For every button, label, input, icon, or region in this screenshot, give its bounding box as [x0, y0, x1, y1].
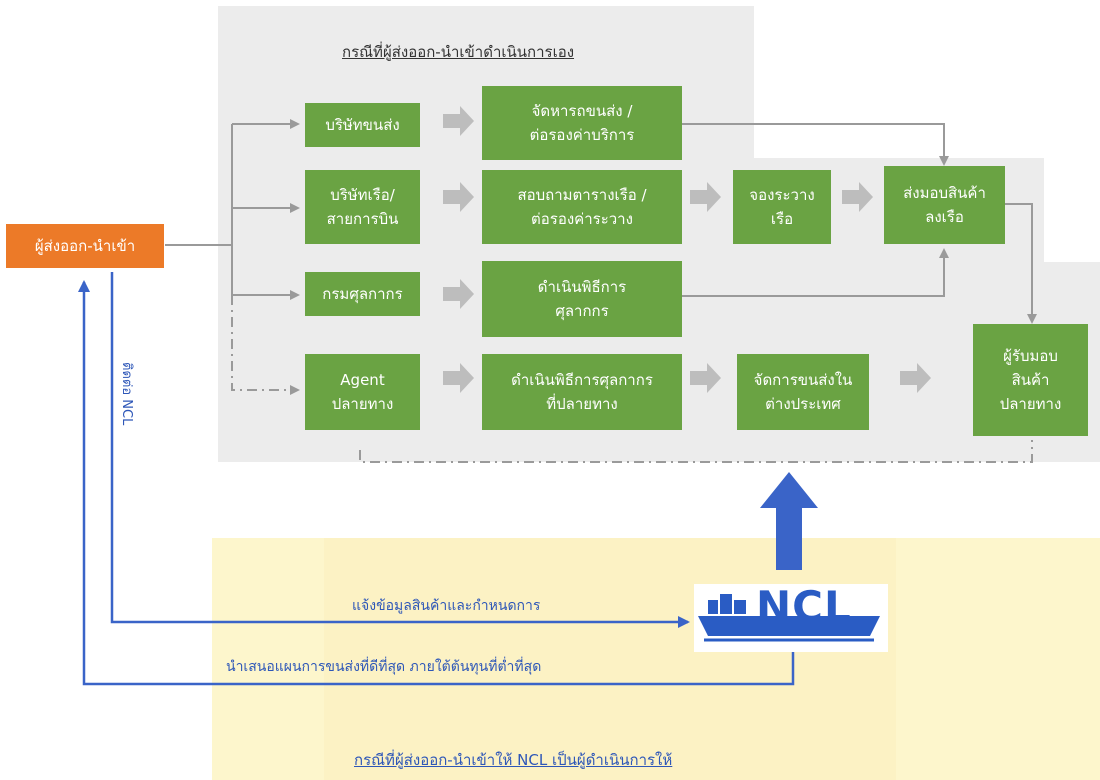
connector-to-agent	[231, 295, 300, 395]
transport-company-label: บริษัทขนส่ง	[325, 116, 400, 134]
customs-process-box: ดำเนินพิธีการ ศุลากกร	[482, 261, 682, 337]
block-arrow-1	[443, 106, 474, 136]
shipping-company-box: บริษัทเรือ/ สายการบิน	[305, 170, 420, 244]
deliver-goods-line-2: ลงเรือ	[925, 208, 964, 226]
book-space-box: จองระวาง เรือ	[733, 170, 831, 244]
line-propose-plan	[78, 280, 795, 686]
agent-box: Agent ปลายทาง	[305, 354, 420, 430]
overseas-transport-box: จัดการขนส่งใน ต่างประเทศ	[737, 354, 869, 430]
check-schedule-box: สอบถามตารางเรือ / ต่อรองค่าระวาง	[482, 170, 682, 244]
block-arrow-6	[443, 363, 474, 393]
line-contact-ncl	[110, 272, 690, 628]
block-arrow-8	[900, 363, 931, 393]
contact-ncl-label: ติดต่อ NCL	[119, 362, 134, 426]
overseas-transport-line-2: ต่างประเทศ	[765, 395, 841, 413]
arrange-transport-line-2: ต่อรองค่าบริการ	[529, 126, 635, 144]
block-arrow-3	[690, 182, 721, 212]
check-schedule-line-2: ต่อรองค่าระวาง	[531, 210, 633, 228]
big-blue-arrow	[760, 472, 818, 570]
block-arrow-5	[443, 279, 474, 309]
customs-process-line-2: ศุลากกร	[555, 302, 609, 320]
customs-dept-label: กรมศุลกากร	[322, 285, 403, 303]
ncl-logo: NCL	[694, 582, 888, 652]
dest-customs-line-1: ดำเนินพิธีการศุลกากร	[511, 371, 653, 389]
arrange-transport-box: จัดหารถขนส่ง / ต่อรองค่าบริการ	[482, 86, 682, 160]
inform-goods-label: แจ้งข้อมูลสินค้าและกำหนดการ	[352, 598, 541, 614]
connector-arrange-to-deliver	[682, 123, 949, 166]
block-arrow-7	[690, 363, 721, 393]
receiver-box: ผู้รับมอบ สินค้า ปลายทาง	[973, 324, 1088, 436]
book-space-line-1: จองระวาง	[749, 186, 815, 204]
ncl-service-panel-inner	[324, 538, 896, 780]
receiver-line-1: ผู้รับมอบ	[1003, 347, 1058, 365]
exporter-box: ผู้ส่งออก-นำเข้า	[6, 224, 164, 268]
agent-line-2: ปลายทาง	[331, 395, 394, 413]
shipping-company-line-1: บริษัทเรือ/	[330, 186, 395, 204]
connector-customs-to-deliver	[682, 248, 949, 297]
block-arrow-2	[443, 182, 474, 212]
dest-customs-line-2: ที่ปลายทาง	[546, 395, 618, 413]
bottom-caption: กรณีที่ผู้ส่งออก-นำเข้าให้ NCL เป็นผู้ดำ…	[354, 751, 673, 769]
ncl-logo-text: NCL	[756, 582, 852, 631]
deliver-goods-line-1: ส่งมอบสินค้า	[903, 184, 986, 202]
shipping-company-line-2: สายการบิน	[326, 210, 399, 228]
top-caption: กรณีที่ผู้ส่งออก-นำเข้าดำเนินการเอง	[342, 43, 575, 61]
dest-customs-box: ดำเนินพิธีการศุลกากร ที่ปลายทาง	[482, 354, 682, 430]
arrange-transport-line-1: จัดหารถขนส่ง /	[531, 102, 633, 120]
customs-process-line-1: ดำเนินพิธีการ	[537, 278, 627, 296]
receiver-line-2: สินค้า	[1011, 371, 1050, 389]
check-schedule-line-1: สอบถามตารางเรือ /	[517, 186, 647, 204]
propose-plan-label: นำเสนอแผนการขนส่งที่ดีที่สุด ภายใต้ต้นทุ…	[226, 659, 542, 675]
agent-line-1: Agent	[340, 371, 385, 389]
transport-company-box: บริษัทขนส่ง	[305, 103, 420, 147]
ship-icon	[698, 594, 880, 642]
book-space-line-2: เรือ	[770, 210, 794, 228]
overseas-transport-line-1: จัดการขนส่งใน	[753, 371, 853, 389]
connector-ncl-dashdot	[359, 440, 1033, 463]
deliver-goods-box: ส่งมอบสินค้า ลงเรือ	[884, 166, 1005, 244]
block-arrow-4	[842, 182, 873, 212]
receiver-line-3: ปลายทาง	[999, 395, 1062, 413]
connector-deliver-to-receiver	[1005, 203, 1037, 324]
customs-dept-box: กรมศุลกากร	[305, 272, 420, 316]
